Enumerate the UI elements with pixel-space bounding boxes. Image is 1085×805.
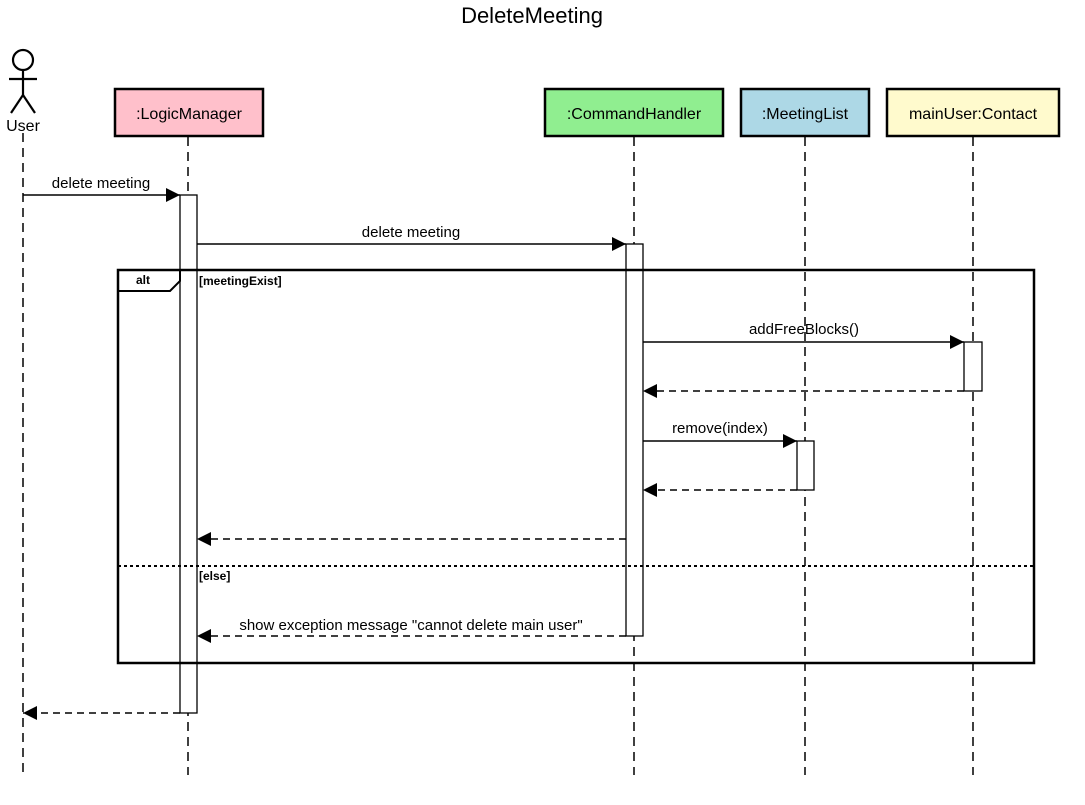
diagram-title: DeleteMeeting: [461, 3, 603, 28]
alt-fragment-tab: [118, 270, 181, 292]
activation-main-user-contact: [963, 341, 983, 392]
alt-operator: alt: [136, 273, 150, 287]
participant-label: :LogicManager: [136, 106, 243, 123]
participant-main-user-contact: mainUser:Contact: [885, 87, 1061, 138]
message-label: show exception message "cannot delete ma…: [239, 617, 582, 634]
activation-command-handler: [625, 243, 644, 637]
participant-box: [543, 87, 725, 138]
alt-fragment-frame: [116, 268, 1036, 665]
alt-fragment: alt [meetingExist] [else]: [116, 268, 1036, 665]
message-label: remove(index): [672, 420, 768, 437]
participant-box: [739, 87, 871, 138]
user-actor-icon: [9, 48, 37, 114]
participant-box: [113, 87, 265, 138]
alt-guard-else: [else]: [199, 569, 230, 583]
participant-label: :CommandHandler: [567, 106, 702, 123]
participant-logic-manager: :LogicManager: [113, 87, 265, 138]
activation-logic-manager: [179, 194, 198, 714]
participant-label: :MeetingList: [762, 106, 849, 123]
participant-label: mainUser:Contact: [909, 106, 1038, 123]
message-label: delete meeting: [52, 175, 150, 192]
user-actor-label: User: [6, 118, 40, 135]
message-label: delete meeting: [362, 224, 460, 241]
participant-meeting-list: :MeetingList: [739, 87, 871, 138]
activation-meeting-list: [796, 440, 815, 491]
participant-box: [885, 87, 1061, 138]
participant-command-handler: :CommandHandler: [543, 87, 725, 138]
alt-guard-meeting-exist: [meetingExist]: [199, 274, 282, 288]
message-label: addFreeBlocks(): [749, 321, 859, 338]
